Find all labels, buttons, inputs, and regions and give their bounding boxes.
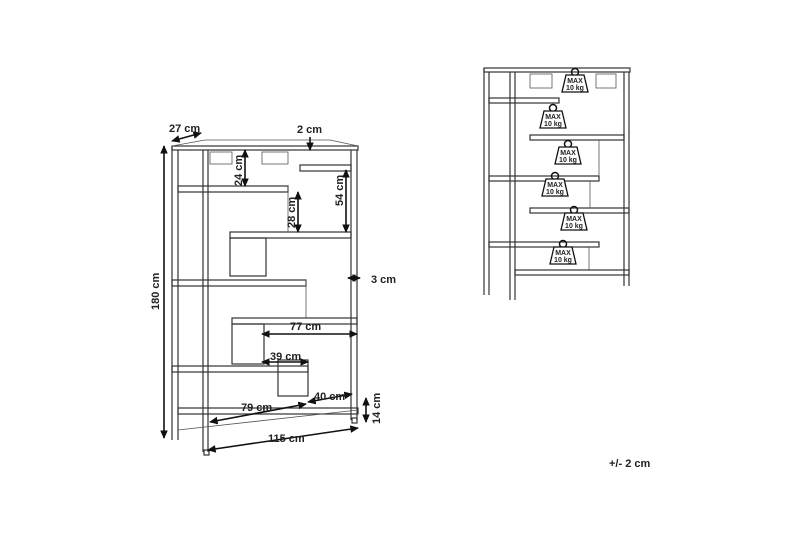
weight-icon xyxy=(560,212,588,231)
weight-kg-label: 10 kg xyxy=(566,85,584,92)
weight-max-label: MAX xyxy=(567,78,583,85)
side-label: 3 cm xyxy=(371,274,396,286)
h54-label: 54 cm xyxy=(334,175,346,206)
weight-kg-label: 10 kg xyxy=(544,121,562,128)
h24-label: 24 cm xyxy=(233,155,245,186)
width-label: 115 cm xyxy=(268,433,305,445)
w40-label: 40 cm xyxy=(314,391,345,403)
w79-arrow xyxy=(209,401,307,425)
base-label: 14 cm xyxy=(371,393,383,424)
weight-max-label: MAX xyxy=(545,114,561,121)
h28-label: 28 cm xyxy=(286,197,298,228)
weight-max-label: MAX xyxy=(547,182,563,189)
weight-icon xyxy=(539,110,567,129)
depth-label: 27 cm xyxy=(169,123,200,135)
weight-max-label: MAX xyxy=(560,150,576,157)
tolerance-note: +/- 2 cm xyxy=(609,458,650,470)
weight-kg-label: 10 kg xyxy=(554,257,572,264)
weight-kg-label: 10 kg xyxy=(559,157,577,164)
weight-icon xyxy=(541,178,569,197)
weight-icon xyxy=(554,146,582,165)
weight-max-label: MAX xyxy=(566,216,582,223)
w79-label: 79 cm xyxy=(241,402,272,414)
w40-arrow xyxy=(307,391,353,405)
weight-icon xyxy=(549,246,577,265)
weight-kg-label: 10 kg xyxy=(565,223,583,230)
width-arrow xyxy=(207,425,359,453)
w39-label: 39 cm xyxy=(270,351,301,363)
w77-label: 77 cm xyxy=(290,321,321,333)
gap-label: 2 cm xyxy=(297,124,322,136)
weight-kg-label: 10 kg xyxy=(546,189,564,196)
height-label: 180 cm xyxy=(150,272,162,310)
depth-arrow xyxy=(171,131,202,143)
weight-icon xyxy=(561,74,589,93)
dimension-drawing: 27 cm 2 cm 24 cm 54 cm 28 cm 180 cm 3 cm… xyxy=(150,123,396,456)
weight-max-label: MAX xyxy=(555,250,571,257)
